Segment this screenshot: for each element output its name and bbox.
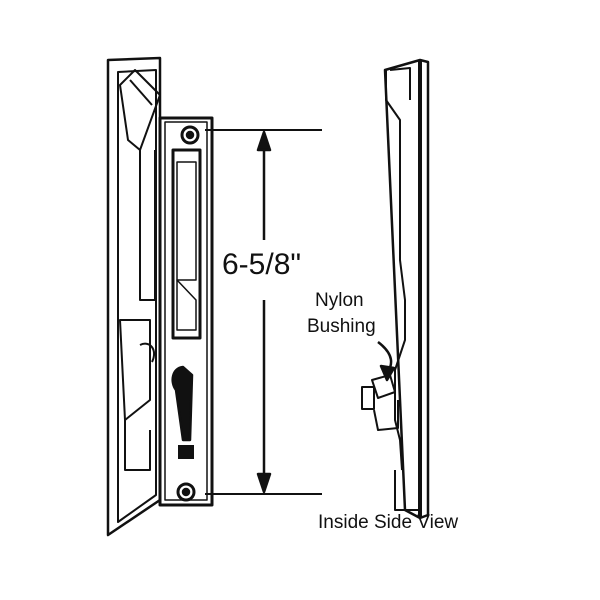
handle-side-view bbox=[361, 58, 430, 520]
handle-front-view bbox=[106, 56, 214, 537]
callout-label-line2: Bushing bbox=[307, 316, 376, 337]
side-view-caption: Inside Side View bbox=[318, 512, 459, 533]
callout-label-line1: Nylon bbox=[315, 290, 364, 311]
dimension-label: 6-5/8" bbox=[222, 248, 302, 281]
dimension-line bbox=[205, 129, 322, 495]
